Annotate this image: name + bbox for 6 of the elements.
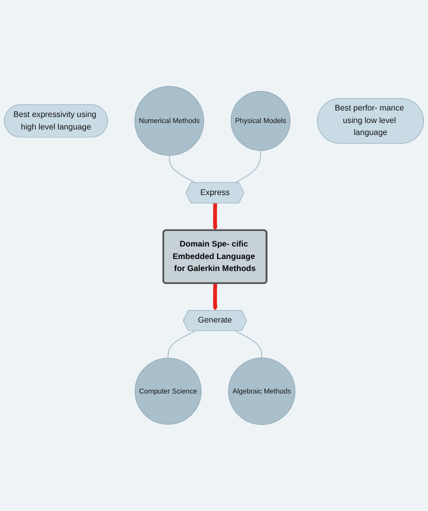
connector	[234, 150, 261, 184]
connector	[168, 330, 196, 358]
arrow	[212, 203, 218, 231]
connector	[234, 330, 262, 358]
arrow	[212, 283, 218, 311]
connector	[168, 155, 196, 184]
